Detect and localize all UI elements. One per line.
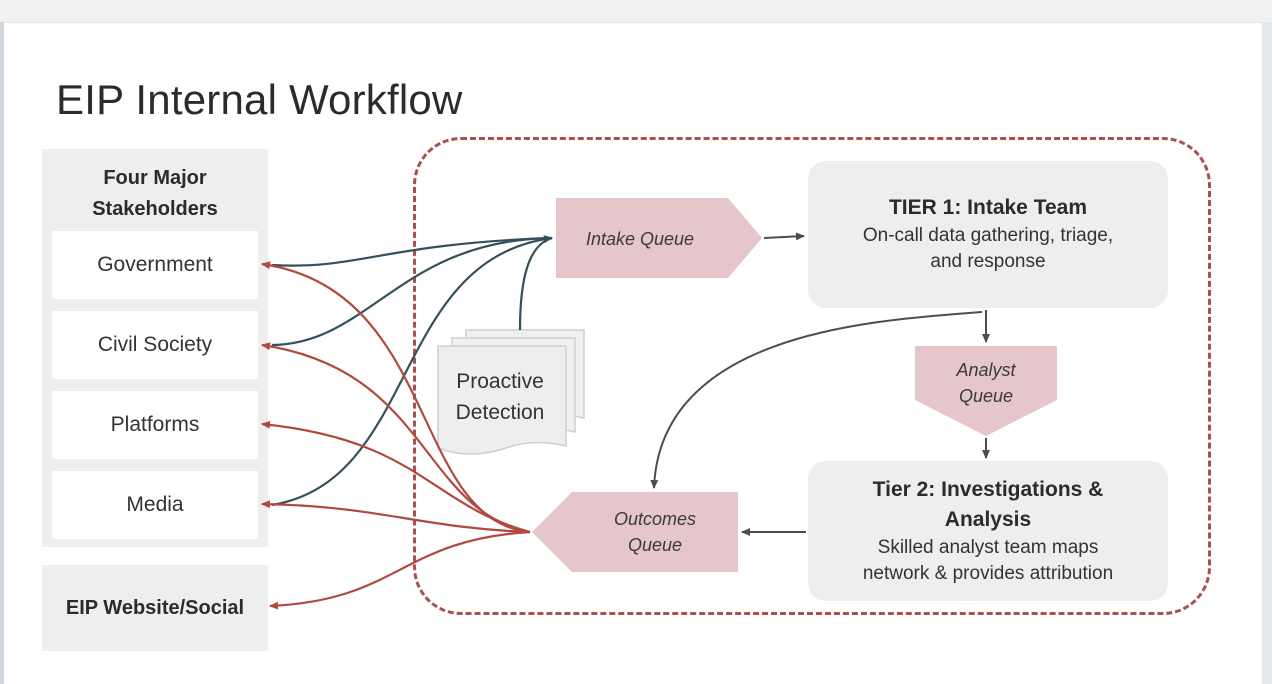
arrow-tier1-to-outcomes <box>650 311 983 489</box>
arrow-detection-to-intake <box>518 236 553 331</box>
tier1-desc-line1: On-call data gathering, triage, <box>862 225 1114 246</box>
inbound-arrows <box>271 235 553 507</box>
intake-queue-label: Intake Queue <box>585 229 695 249</box>
analyst-queue-label-line1: Analyst <box>956 360 1016 380</box>
analyst-queue-shape <box>915 346 1057 436</box>
stakeholder-civil-society: Civil Society <box>52 311 258 379</box>
analyst-queue-label-line2: Queue <box>958 386 1014 406</box>
outbound-arrows <box>261 261 531 610</box>
slide-title: EIP Internal Workflow <box>56 76 463 123</box>
tier1-intake-team: TIER 1: Intake Team On-call data gatheri… <box>808 161 1168 308</box>
arrow-outcomes-to-eip-website <box>269 530 531 610</box>
outcomes-queue-shape <box>532 492 738 572</box>
arrow-intake-to-tier1 <box>763 232 805 241</box>
outcomes-queue-label-line2: Queue <box>627 535 683 555</box>
arrow-outcomes-to-media <box>261 500 531 534</box>
arrow-government-to-intake <box>271 236 553 267</box>
internal-arrows <box>650 232 990 536</box>
proactive-detection-doc-stack <box>437 329 585 455</box>
stakeholders-heading: Four Major Stakeholders <box>42 163 268 225</box>
tier2-desc-line1: Skilled analyst team maps <box>877 537 1099 558</box>
stakeholder-media: Media <box>52 471 258 539</box>
tier2-investigations: Tier 2: Investigations & Analysis Skille… <box>808 461 1168 601</box>
arrow-media-to-intake <box>271 235 553 507</box>
stakeholders-heading-line1: Four Major <box>103 167 207 189</box>
window-right-edge <box>1262 22 1272 684</box>
proactive-detection-line1: Proactive <box>456 370 544 393</box>
tier2-title-line2: Analysis <box>944 508 1032 531</box>
tier2-title-line1: Tier 2: Investigations & <box>872 478 1104 501</box>
arrow-civil-society-to-intake <box>271 236 553 347</box>
stakeholder-government: Government <box>52 231 258 299</box>
stakeholders-panel: Four Major Stakeholders Government Civil… <box>42 149 268 547</box>
outcomes-queue-label-line1: Outcomes <box>613 509 697 529</box>
proactive-detection-line2: Detection <box>455 401 545 424</box>
proactive-detection-label: Proactive Detection <box>440 366 560 428</box>
analyst-queue-label: Analyst Queue <box>925 357 1047 409</box>
window-top-bar <box>0 0 1272 23</box>
stakeholder-platforms: Platforms <box>52 391 258 459</box>
tier2-desc-line2: network & provides attribution <box>862 563 1114 584</box>
arrow-outcomes-to-platforms <box>261 420 531 534</box>
eip-website-social: EIP Website/Social <box>42 565 268 651</box>
tier1-desc-line2: and response <box>930 251 1046 272</box>
window-left-edge <box>0 22 4 684</box>
stakeholders-heading-line2: Stakeholders <box>92 198 218 220</box>
outcomes-queue-label: Outcomes Queue <box>575 506 735 558</box>
internal-workflow-boundary <box>413 137 1211 615</box>
tier1-title: TIER 1: Intake Team <box>888 196 1087 219</box>
intake-queue-shape <box>556 198 762 278</box>
